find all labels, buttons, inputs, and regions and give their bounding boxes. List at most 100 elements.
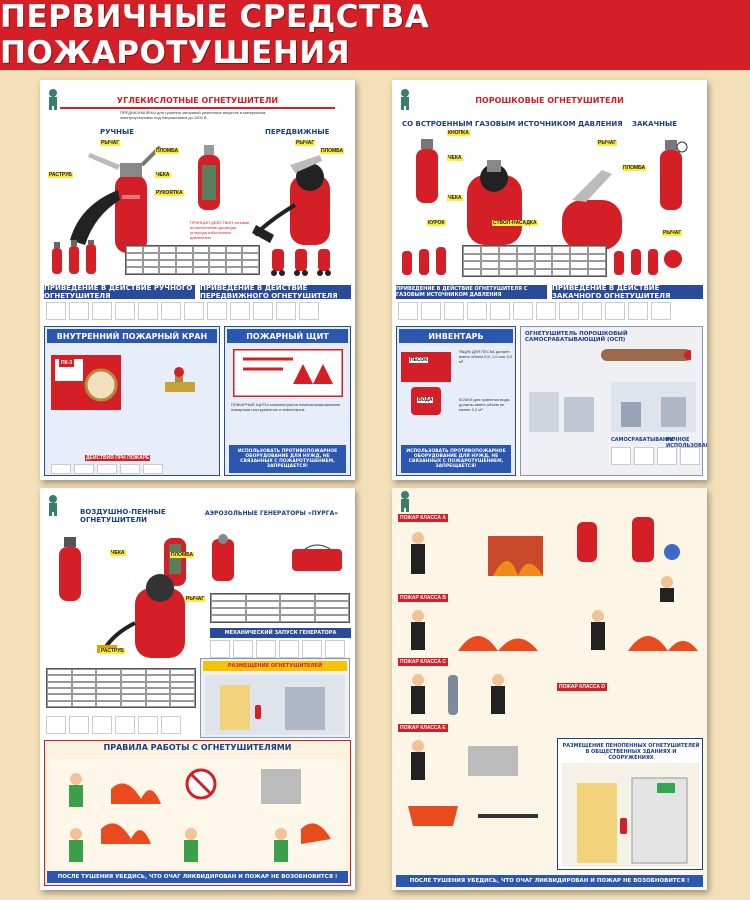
extinguisher-icon <box>402 251 412 275</box>
launch-label: МЕХАНИЧЕСКИЙ ЗАПУСК ГЕНЕРАТОРА <box>210 628 351 638</box>
co2-note: ПРИНЦИП ДЕЙСТВИЯ основан на вытеснении д… <box>190 220 250 240</box>
poster-powder-extinguishers: ПОРОШКОВЫЕ ОГНЕТУШИТЕЛИ СО ВСТРОЕННЫМ ГА… <box>392 80 707 480</box>
pumped-lineup <box>612 245 683 275</box>
fire-class-c: ПОЖАР КЛАССА С <box>398 658 449 666</box>
extinguisher-icon <box>52 242 62 274</box>
use-note-2: ИСПОЛЬЗОВАТЬ ПРОТИВОПОЖАРНОЕ ОБОРУДОВАНИ… <box>401 445 511 473</box>
poster4-footer: ПОСЛЕ ТУШЕНИЯ УБЕДИСЬ, ЧТО ОЧАГ ЛИКВИДИР… <box>396 875 703 887</box>
extinguisher-icon <box>436 247 446 275</box>
label-bell: РАСТРУБ <box>48 172 73 178</box>
fire-class-a: ПОЖАР КЛАССА А <box>398 514 449 522</box>
manual-use-label: РУЧНОЕ ИСПОЛЬЗОВАНИЕ <box>666 437 707 449</box>
cart-extinguisher-icon <box>271 249 285 276</box>
foam-cutaway-icon <box>164 538 186 586</box>
extinguisher-lineup <box>50 240 98 274</box>
rules-illustration-icon <box>51 759 346 867</box>
water-label: ВОДА <box>417 397 434 403</box>
aerosol-table <box>210 593 350 623</box>
extinguisher-icon <box>631 249 641 275</box>
fire-mascot-icon <box>401 89 409 110</box>
extinguisher-icon <box>419 249 429 275</box>
hydrant-steps <box>51 464 163 474</box>
powder-activation-steps <box>398 302 671 320</box>
powder-lineup <box>400 245 448 275</box>
class-e-scene-icon <box>408 740 538 826</box>
page-title: ПЕРВИЧНЫЕ СРЕДСТВА ПОЖАРОТУШЕНИЯ <box>0 0 430 71</box>
action-label: ДЕЙСТВИЯ ПРИ ПОЖАРЕ <box>85 455 151 461</box>
launch-steps <box>210 640 345 658</box>
label-seal: ПЛОМБА <box>170 552 195 558</box>
label-lever: РЫЧАГ <box>100 140 121 146</box>
fire-mascot-icon <box>49 495 57 516</box>
poster3-title: ВОЗДУШНО-ПЕННЫЕ ОГНЕТУШИТЕЛИ <box>80 508 166 524</box>
extinguisher-icon <box>648 249 658 275</box>
label-seal: ПЛОМБА <box>155 148 180 154</box>
label-lever-2: РЫЧАГ <box>662 230 683 236</box>
shield-title: ПОЖАРНЫЙ ЩИТ <box>227 329 348 343</box>
rules-title: ПРАВИЛА РАБОТЫ С ОГНЕТУШИТЕЛЯМИ <box>103 743 292 752</box>
fire-shield-icon <box>233 349 343 397</box>
powder-extinguisher-icon <box>416 139 438 203</box>
co2-description: ПРЕДНАЗНАЧЕНЫ для тушения загораний разл… <box>120 110 267 120</box>
corridor-scene-icon <box>205 675 345 735</box>
extinguisher-icon <box>86 240 96 274</box>
powder-large-extinguisher-2-icon <box>562 170 622 250</box>
cabinet-label: ПК-3 <box>59 359 75 367</box>
extinguisher-icon <box>69 240 79 274</box>
self-trigger-label: САМОСРАБАТЫВАНИЕ <box>611 437 675 443</box>
bar-gas-activation: ПРИВЕДЕНИЕ В ДЕЙСТВИЕ ОГНЕТУШИТЕЛЯ С ГАЗ… <box>396 285 547 299</box>
fire-mascot-icon <box>401 491 409 512</box>
label-mobile-seal: ПЛОМБА <box>320 148 345 154</box>
sand-label: ПЕСОК <box>409 357 429 363</box>
co2-cutaway-icon <box>198 145 220 210</box>
powder-spec-table <box>462 245 607 277</box>
label-pin: ЧЕКА <box>447 155 463 161</box>
inventory-desc: ЯЩИК ДЛЯ ПЕСКА должен иметь объем 0,5; 1… <box>459 349 513 364</box>
class-c-scene-icon <box>411 674 505 715</box>
placement-label: РАЗМЕЩЕНИЕ ОГНЕТУШИТЕЛЕЙ <box>203 661 347 671</box>
building-scene-icon <box>562 763 700 867</box>
powder-large-extinguisher-icon <box>467 160 522 245</box>
activation-steps <box>46 302 319 320</box>
barrel-desc: БОЧКИ для хранения воды должны иметь объ… <box>459 397 510 412</box>
fire-class-d: ПОЖАР КЛАССА D <box>557 683 608 691</box>
label-pin: ЧЕКА <box>155 172 171 178</box>
manual-label: РУЧНЫЕ <box>100 128 135 136</box>
co2-handheld-extinguisher-icon <box>70 145 162 253</box>
hydrant-title: ВНУТРЕННИЙ ПОЖАРНЫЙ КРАН <box>47 329 217 343</box>
pressure-scene-icon <box>577 517 680 602</box>
page-header: ПЕРВИЧНЫЕ СРЕДСТВА ПОЖАРОТУШЕНИЯ <box>0 0 750 71</box>
osp-steps <box>611 447 700 465</box>
cart-extinguisher-icon <box>294 249 308 276</box>
co2-mobile-extinguisher-icon <box>252 155 330 245</box>
rules-panel: ПРАВИЛА РАБОТЫ С ОГНЕТУШИТЕЛЯМИ ПОСЛЕ ТУ… <box>44 740 351 886</box>
label-pin-2: ЧЕКА <box>447 195 463 201</box>
spec-table <box>125 245 260 275</box>
aerosol-bag-icon <box>292 544 342 571</box>
bar-mobile-activation: ПРИВЕДЕНИЕ В ДЕЙСТВИЕ ПЕРЕДВИЖНОГО ОГНЕТ… <box>200 284 351 300</box>
osp-title: ОГНЕТУШИТЕЛЬ ПОРОШКОВЫЙ САМОСРАБАТЫВАЮЩИ… <box>525 331 628 343</box>
inventory-panel: ИНВЕНТАРЬ ПЕСОК ВОДА ЯЩИК ДЛЯ ПЕСКА долж… <box>396 326 516 476</box>
poster3-footer: ПОСЛЕ ТУШЕНИЯ УБЕДИСЬ, ЧТО ОЧАГ ЛИКВИДИР… <box>47 871 348 883</box>
poster-fire-classes: ПОЖАР КЛАССА А ПОЖАР КЛАССА В ПОЖАР КЛАС… <box>392 488 707 890</box>
poster-co2-extinguishers: УГЛЕКИСЛОТНЫЕ ОГНЕТУШИТЕЛИ РУЧНЫЕ ПЕРЕДВ… <box>40 80 355 480</box>
aerosol-generator-icon <box>212 534 234 581</box>
poster-foam-extinguishers: ВОЗДУШНО-ПЕННЫЕ ОГНЕТУШИТЕЛИ АЭРОЗОЛЬНЫЕ… <box>40 488 355 890</box>
extinguisher-icon <box>614 251 624 275</box>
inventory-title: ИНВЕНТАРЬ <box>399 329 513 343</box>
label-mobile-lever: РЫЧАГ <box>295 140 316 146</box>
fire-shield-panel: ПОЖАРНЫЙ ЩИТ ПОЖАРНЫЕ ЩИТЫ комплектуются… <box>224 326 351 476</box>
hydrant-cabinet-icon <box>51 355 121 410</box>
label-handle: РУКОЯТКА <box>155 190 184 196</box>
pumped-extinguisher-icon <box>660 140 688 210</box>
osp-panel: ОГНЕТУШИТЕЛЬ ПОРОШКОВЫЙ САМОСРАБАТЫВАЮЩИ… <box>520 326 707 476</box>
fire-mascot-icon <box>49 89 57 110</box>
shield-description: ПОЖАРНЫЕ ЩИТЫ комплектуются немеханизиро… <box>231 402 340 412</box>
hydrant-panel: ВНУТРЕННИЙ ПОЖАРНЫЙ КРАН ПК-3 ДЕЙСТВИЯ П… <box>44 326 220 476</box>
pumped-label: ЗАКАЧНЫЕ <box>632 120 678 128</box>
gas-source-label: СО ВСТРОЕННЫМ ГАЗОВЫМ ИСТОЧНИКОМ ДАВЛЕНИ… <box>402 120 623 128</box>
label-seal: ПЛОМБА <box>622 165 647 171</box>
extinguisher-icon <box>664 250 682 268</box>
foam-steps <box>46 716 181 734</box>
label-pin: ЧЕКА <box>110 550 126 556</box>
